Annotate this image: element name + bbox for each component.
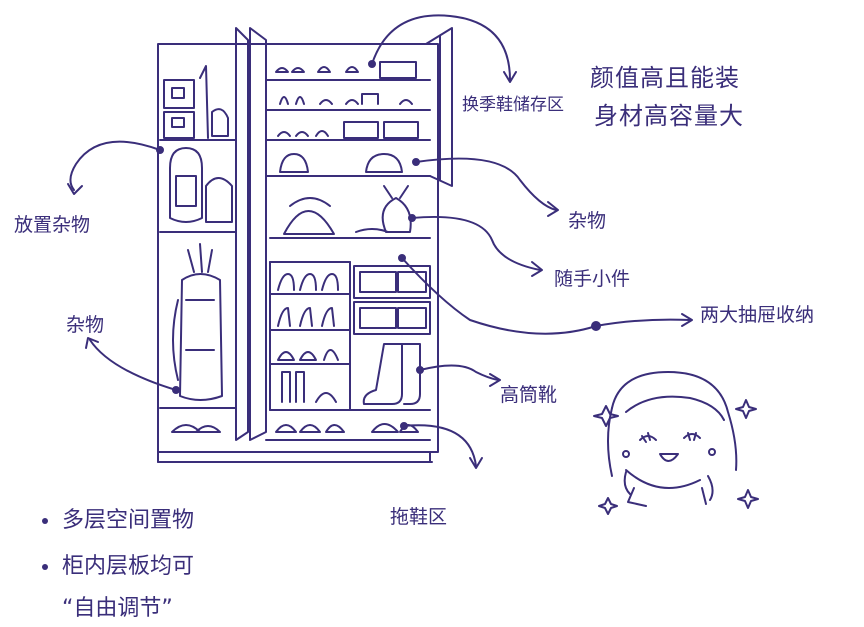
label-storage-left: 放置杂物 [14, 214, 91, 236]
label-misc-right: 杂物 [568, 210, 607, 232]
cartoon-face [607, 371, 738, 507]
label-slippers: 拖鞋区 [390, 506, 448, 528]
label-misc-left: 杂物 [66, 314, 105, 336]
headline-line2: 身材高容量大 [594, 102, 744, 130]
bullet-item: 多层空间置物 [42, 502, 194, 534]
right-section [265, 61, 431, 441]
label-drawers: 两大抽屉收纳 [700, 304, 815, 326]
cabinet-doors [235, 27, 453, 441]
bullet-text: 多层空间置物 [62, 508, 195, 533]
left-section [159, 65, 237, 433]
bullet-dot [42, 518, 48, 524]
label-boots: 高筒靴 [500, 384, 558, 406]
cabinet-frame [157, 43, 439, 463]
sparkle-icons [593, 399, 759, 515]
bullet-text: “自由调节” [62, 596, 173, 621]
headline-line1: 颜值高且能装 [590, 64, 740, 92]
bullet-item: 柜内层板均可 [42, 548, 194, 580]
label-small-items: 随手小件 [554, 268, 631, 290]
leader-arrows [67, 14, 693, 469]
bullet-text: 柜内层板均可 [62, 554, 195, 579]
bullet-dot [42, 564, 48, 570]
label-seasonal-shoes: 换季鞋储存区 [462, 95, 564, 115]
bullet-continuation: “自由调节” [62, 590, 173, 622]
